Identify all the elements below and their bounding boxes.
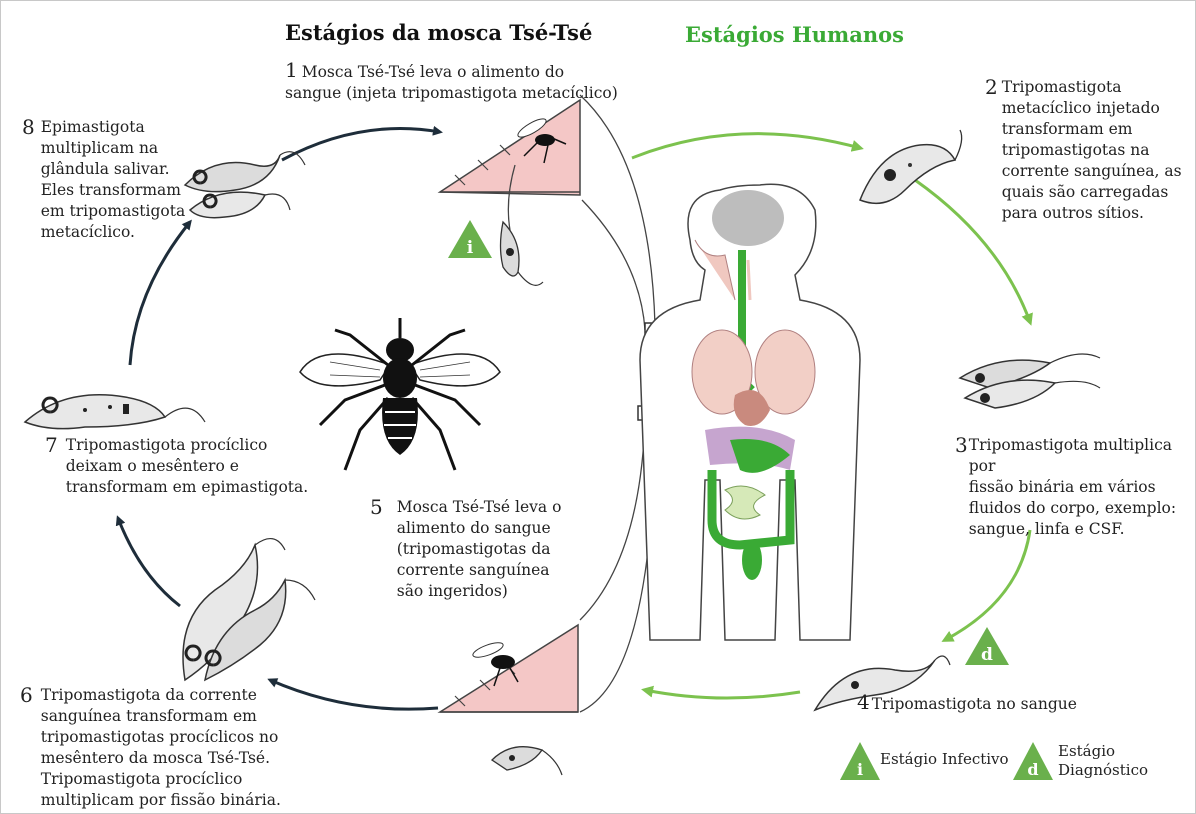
step-5-description: Mosca Tsé-Tsé leva o alimento do sangue … bbox=[397, 497, 562, 602]
step-2-description: Tripomastigota metacíclico injetado tran… bbox=[1002, 77, 1182, 224]
parasite-stage-6 bbox=[183, 539, 315, 680]
svg-text:d: d bbox=[981, 645, 993, 665]
infective-stage-badge-top: i bbox=[448, 220, 492, 258]
svg-text:i: i bbox=[857, 760, 863, 779]
parasite-stage-2 bbox=[860, 130, 962, 203]
step-7-number: 7 bbox=[45, 435, 58, 498]
skin-patch-bottom bbox=[440, 625, 578, 712]
arrow-5-to-6 bbox=[270, 680, 438, 709]
arrow-3-to-4 bbox=[945, 530, 1030, 640]
parasite-stage-3 bbox=[960, 354, 1100, 408]
human-figure bbox=[640, 184, 860, 640]
tsetse-fly bbox=[300, 318, 500, 470]
step-4-number: 4 bbox=[857, 690, 870, 714]
step-8-number: 8 bbox=[22, 117, 35, 243]
arrow-7-to-8 bbox=[130, 222, 190, 365]
parasite-stage-8 bbox=[185, 152, 305, 218]
step-6-description: Tripomastigota da corrente sanguínea tra… bbox=[41, 685, 281, 811]
parasite-top-small bbox=[501, 222, 544, 285]
svg-text:d: d bbox=[1027, 760, 1038, 779]
arrow-6-to-7 bbox=[118, 518, 180, 606]
step-3-description: Tripomastigota multiplica por fissão bin… bbox=[969, 435, 1196, 540]
arrow-1-to-2 bbox=[632, 134, 860, 158]
svg-text:i: i bbox=[467, 238, 474, 258]
legend-infective-icon: i bbox=[840, 742, 880, 780]
step-8-description: Epimastigota multiplicam na glândula sal… bbox=[41, 117, 185, 243]
arrow-4-to-5 bbox=[645, 690, 800, 698]
step-4-description: Tripomastigota no sangue bbox=[872, 695, 1077, 713]
diagnostic-stage-badge: d bbox=[965, 627, 1009, 665]
parasite-bottom-small bbox=[492, 747, 562, 775]
step-1-number: 1 bbox=[285, 58, 298, 82]
legend-diagnostic-label: Estágio Diagnóstico bbox=[1058, 742, 1148, 780]
step-6-number: 6 bbox=[20, 685, 33, 811]
legend-diagnostic-icon: d bbox=[1013, 742, 1053, 780]
parasite-stage-7 bbox=[25, 395, 205, 429]
human-stages-title: Estágios Humanos bbox=[685, 22, 904, 47]
step-7-description: Tripomastigota procíclico deixam o mesên… bbox=[66, 435, 308, 498]
skin-patch-top bbox=[440, 100, 580, 195]
step-2-number: 2 bbox=[985, 77, 998, 224]
legend-infective-label: Estágio Infectivo bbox=[880, 750, 1009, 769]
step-5-number: 5 bbox=[370, 497, 383, 602]
step-1-description: Mosca Tsé-Tsé leva o alimento do sangue … bbox=[285, 63, 618, 102]
step-3-number: 3 bbox=[955, 435, 968, 540]
arrow-8-to-1 bbox=[282, 129, 440, 161]
fly-stages-title: Estágios da mosca Tsé-Tsé bbox=[285, 20, 592, 45]
